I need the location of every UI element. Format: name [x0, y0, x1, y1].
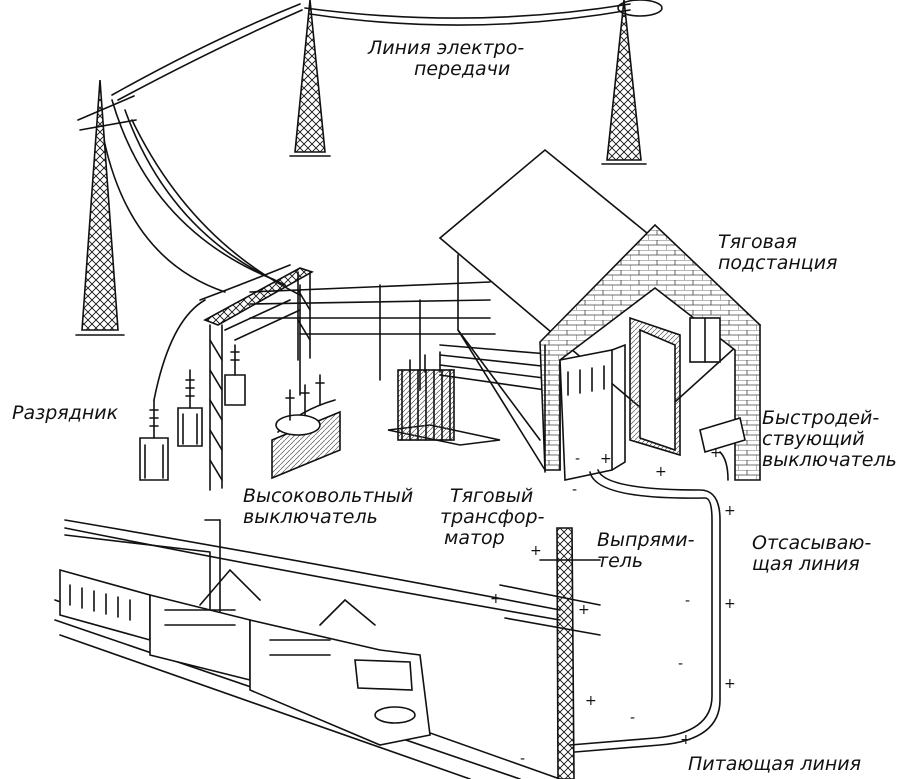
plus-mark: +: [724, 676, 736, 692]
plus-mark: +: [724, 503, 736, 519]
label-fast-breaker: Быстродей- ствующий выключатель: [762, 408, 897, 471]
transmission-tower-right: [601, 0, 663, 165]
fast-breaker-box: [699, 416, 746, 454]
rectifier-cabinet: [559, 343, 626, 481]
plus-mark: +: [578, 602, 590, 618]
label-fast-breaker-line3: выключатель: [762, 449, 897, 471]
transmission-tower-left: [75, 79, 137, 336]
arrester-units: [139, 299, 246, 481]
label-traction-substation-line2: подстанция: [718, 252, 838, 274]
minus-mark: -: [630, 710, 635, 726]
catenary-wires: [64, 519, 561, 621]
label-hv-switch-line1: Высоковольтный: [243, 485, 414, 507]
label-rectifier-line1: Выпрями-: [597, 529, 695, 551]
busbar-lines: [249, 281, 561, 396]
power-line-wires: [103, 3, 631, 296]
label-fast-breaker-line2: ствующий: [762, 428, 865, 450]
label-power-line-line1: Линия электро-: [368, 37, 525, 59]
label-rectifier: Выпрями- тель: [597, 530, 695, 572]
label-power-line-line2: передачи: [414, 58, 511, 80]
minus-mark: -: [685, 593, 690, 609]
label-arrester: Разрядник: [12, 403, 118, 424]
label-power-line: Линия электро- передачи: [368, 38, 524, 80]
traction-transformer: [387, 351, 501, 446]
control-panel: [629, 316, 681, 457]
return-line-cable: [569, 469, 721, 753]
plus-mark: +: [530, 543, 542, 559]
high-voltage-switch: [271, 374, 341, 480]
catenary-pole: [499, 527, 601, 779]
plus-mark: +: [490, 591, 502, 607]
label-hv-switch: Высоковольтный выключатель: [243, 486, 413, 528]
label-hv-switch-line2: выключатель: [243, 506, 378, 528]
label-traction-substation: Тяговая подстанция: [718, 232, 837, 274]
minus-mark: -: [572, 482, 577, 498]
transmission-tower-middle: [289, 0, 331, 157]
label-arrester-text: Разрядник: [12, 402, 119, 424]
plus-mark: +: [585, 693, 597, 709]
label-traction-transformer-line2: трансфор-: [440, 506, 545, 528]
label-fast-breaker-line1: Быстродей-: [762, 407, 880, 429]
plus-mark: +: [724, 596, 736, 612]
label-return-line: Отсасываю- щая линия: [752, 533, 871, 575]
label-feeder-line: Питающая линия: [688, 754, 861, 775]
plus-mark: +: [600, 451, 612, 467]
electric-locomotive: [59, 568, 431, 746]
minus-mark: -: [520, 751, 525, 767]
plus-mark: +: [680, 732, 692, 748]
plus-mark: +: [710, 445, 722, 461]
label-traction-transformer: Тяговый трансфор- матор: [440, 486, 544, 549]
plus-mark: +: [655, 464, 667, 480]
label-return-line-line2: щая линия: [752, 553, 860, 575]
label-traction-transformer-line1: Тяговый: [450, 485, 534, 507]
minus-mark: -: [575, 451, 580, 467]
label-traction-transformer-line3: матор: [444, 527, 505, 549]
label-feeder-line-text: Питающая линия: [688, 753, 862, 775]
label-rectifier-line2: тель: [597, 550, 644, 572]
feeder-line-cable: [719, 451, 729, 481]
label-return-line-line1: Отсасываю-: [752, 532, 872, 554]
label-traction-substation-line1: Тяговая: [718, 231, 797, 253]
minus-mark: -: [678, 656, 683, 672]
